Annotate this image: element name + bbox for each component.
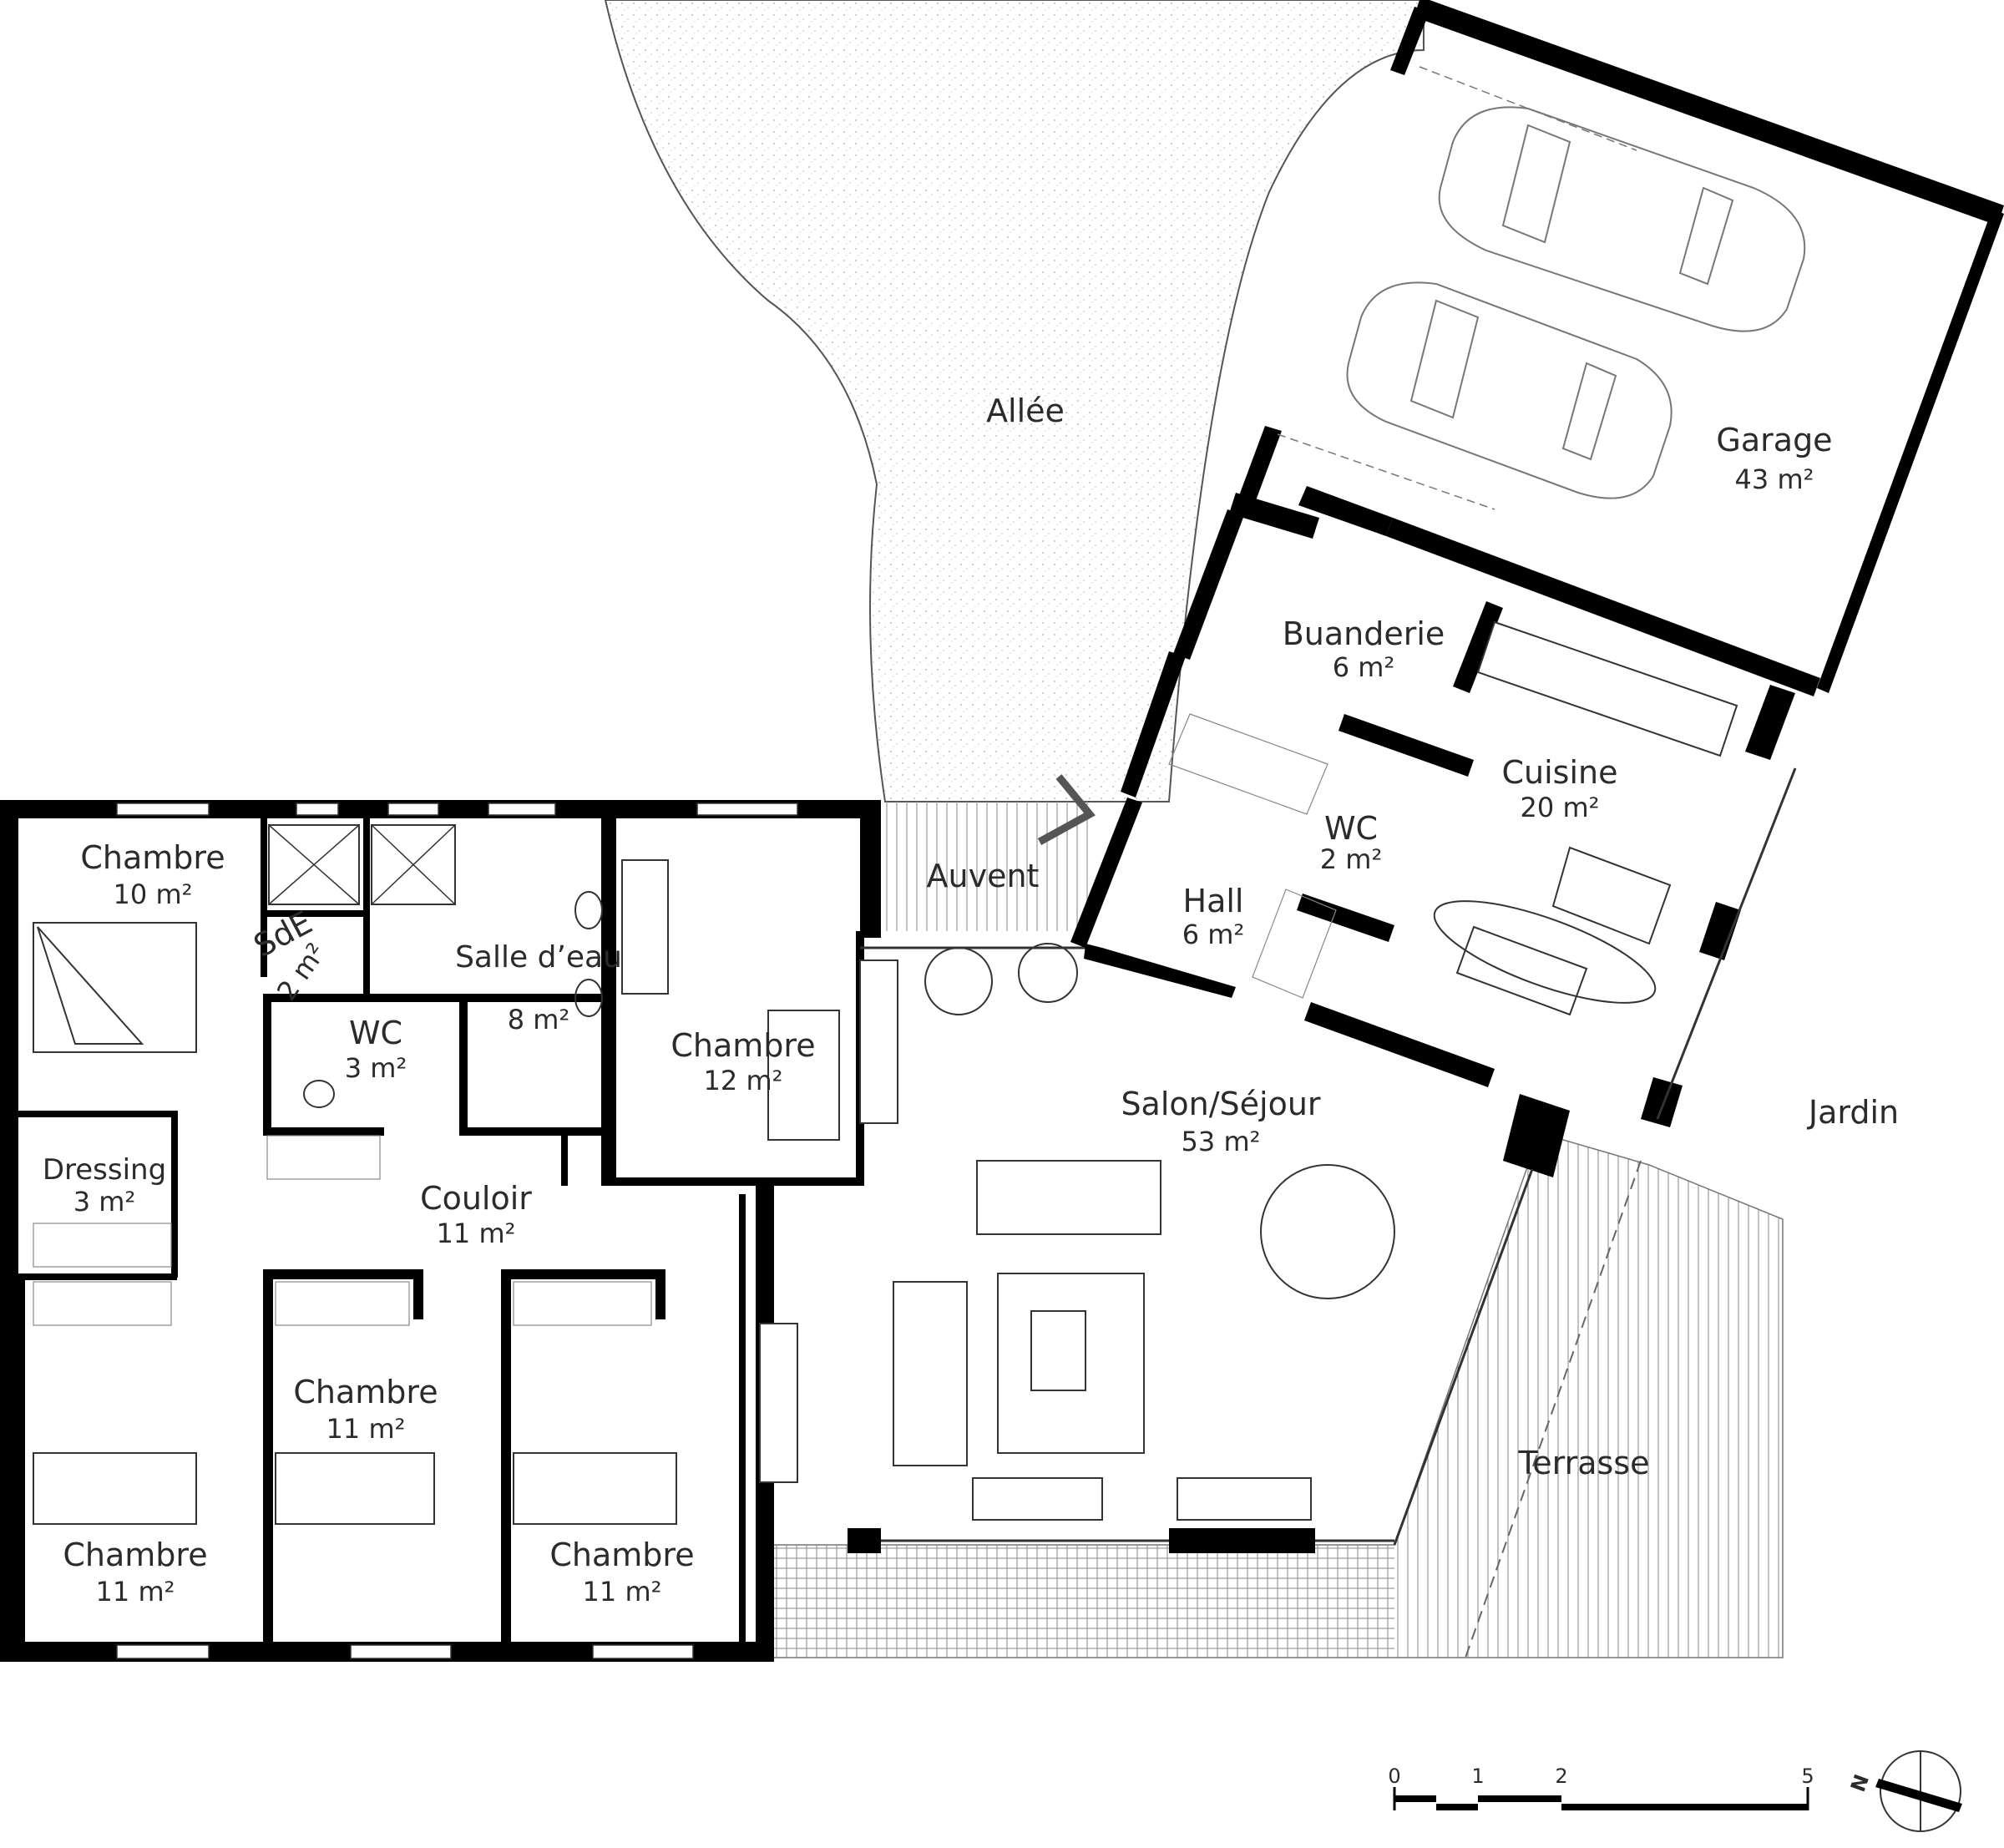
room-area-salle-deau: 8 m² (508, 1004, 570, 1035)
room-name-wc-1: WC (349, 1015, 402, 1051)
room-area-wc-2: 2 m² (1320, 843, 1383, 875)
room-name-salon: Salon/Séjour (1121, 1086, 1320, 1122)
room-name-cuisine: Cuisine (1502, 754, 1618, 791)
allee-area (604, 0, 1425, 802)
room-name-garage: Garage (1716, 422, 1832, 458)
room-name-couloir: Couloir (420, 1180, 532, 1217)
scale-tick-5: 5 (1801, 1764, 1814, 1788)
garage-block (1236, 0, 2004, 696)
room-area-garage: 43 m² (1735, 463, 1814, 495)
room-name-chambre-5: Chambre (549, 1537, 694, 1573)
compass-icon: N (1846, 1750, 1962, 1832)
room-name-chambre-3: Chambre (63, 1537, 207, 1573)
room-area-cuisine: 20 m² (1521, 792, 1600, 823)
room-area-buanderie: 6 m² (1333, 651, 1395, 683)
living-wing (759, 493, 1797, 1553)
room-labels: Chambre 10 m² SdE 2 m² WC 3 m² Salle d’e… (43, 392, 1899, 1608)
room-area-wc-1: 3 m² (345, 1052, 407, 1084)
room-area-chambre-2: 12 m² (704, 1065, 783, 1096)
room-name-buanderie: Buanderie (1283, 615, 1445, 652)
room-area-chambre-3: 11 m² (96, 1576, 175, 1608)
room-area-hall: 6 m² (1182, 919, 1245, 950)
scale-bar: 0 1 2 5 (1388, 1764, 1814, 1810)
room-area-chambre-5: 11 m² (583, 1576, 662, 1608)
room-name-salle-deau: Salle d’eau (455, 940, 622, 975)
room-name-chambre-2: Chambre (671, 1027, 815, 1064)
room-name-chambre-4: Chambre (293, 1374, 438, 1410)
room-area-chambre-1: 10 m² (114, 878, 193, 910)
scale-tick-1: 1 (1471, 1764, 1484, 1788)
scale-tick-2: 2 (1555, 1764, 1567, 1788)
terrasse-label: Terrasse (1518, 1445, 1650, 1481)
room-area-couloir: 11 m² (437, 1218, 516, 1249)
room-area-dressing: 3 m² (73, 1186, 136, 1218)
allee-label: Allée (986, 392, 1065, 429)
room-area-salon: 53 m² (1182, 1126, 1261, 1157)
room-name-hall: Hall (1183, 883, 1244, 919)
auvent-deck (881, 802, 1090, 931)
auvent-label: Auvent (927, 858, 1040, 894)
room-area-chambre-4: 11 m² (326, 1413, 406, 1445)
jardin-label: Jardin (1807, 1094, 1899, 1131)
scale-tick-0: 0 (1388, 1764, 1400, 1788)
room-name-dressing: Dressing (43, 1153, 166, 1187)
room-name-wc-2: WC (1324, 810, 1378, 847)
room-name-chambre-1: Chambre (80, 839, 225, 876)
compass-north-label: N (1846, 1771, 1874, 1795)
